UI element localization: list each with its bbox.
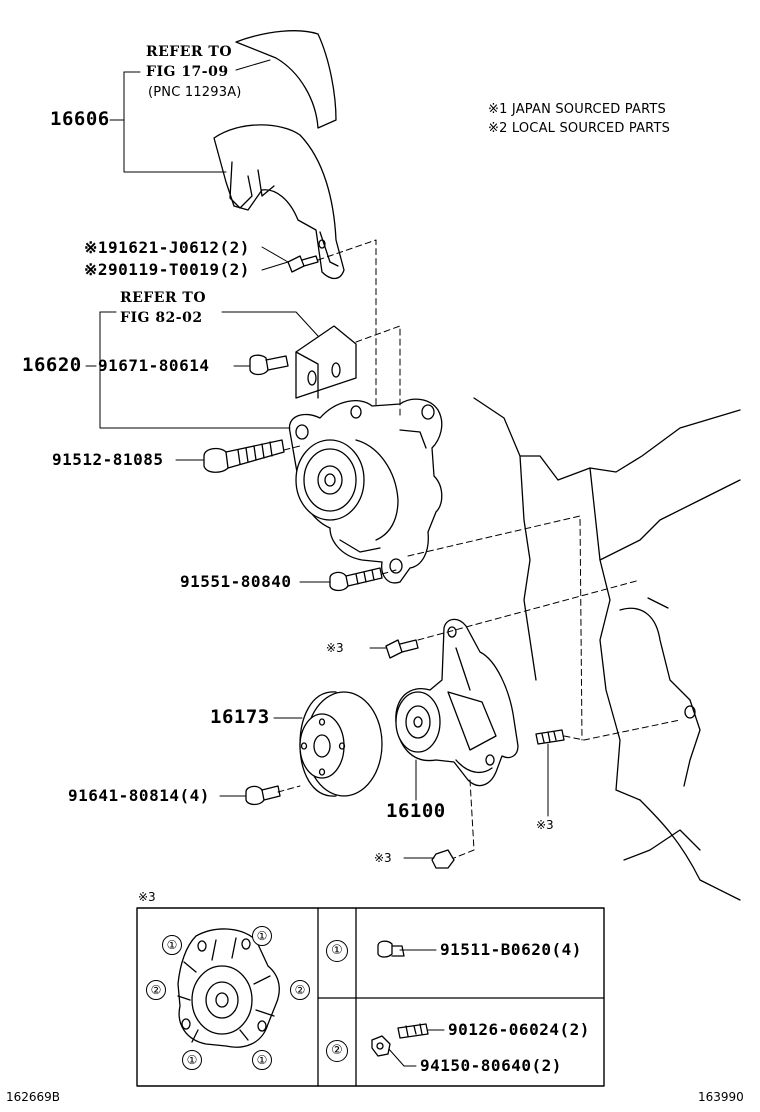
note-x3-inset: ※3 [138, 890, 156, 904]
note-x3-stud: ※3 [536, 818, 554, 832]
stud-x3 [535, 729, 565, 745]
inset-marker-1-d: ① [252, 1050, 272, 1070]
part-16173[interactable]: 16173 [210, 706, 270, 728]
part-91641-80814[interactable]: 91641-80814(4) [68, 786, 210, 805]
alignment-lines [277, 239, 681, 859]
bolt-x3-upper [385, 639, 419, 659]
bolt-91641 [245, 785, 281, 806]
refer-mid-line2: FIG 82-02 [120, 310, 203, 326]
part-16606[interactable]: 16606 [50, 108, 110, 130]
engine-block [473, 397, 741, 901]
refer-top-line1: REFER TO [146, 44, 233, 60]
inset-row-marker-2: ② [326, 1040, 348, 1062]
part-16100[interactable]: 16100 [386, 800, 446, 822]
bolt-91621 [287, 255, 319, 273]
note-japan-sourced: ※1 JAPAN SOURCED PARTS [488, 102, 666, 117]
water-pump [395, 618, 519, 787]
note-x3-nut: ※3 [374, 851, 392, 865]
part-91621-j0612[interactable]: ※191621-J0612(2) [84, 238, 250, 257]
refer-mid-line1: REFER TO [120, 290, 207, 306]
bolt-91512 [203, 439, 285, 473]
part-16620[interactable]: 16620 [22, 354, 82, 376]
part-91551-80840[interactable]: 91551-80840 [180, 572, 292, 591]
inset-pump-face [177, 928, 280, 1048]
footer-right-id: 163990 [698, 1090, 744, 1104]
part-91671-80614[interactable]: 91671-80614 [98, 356, 210, 375]
note-x3-upper-bolt: ※3 [326, 641, 344, 655]
nut-x3 [431, 849, 455, 869]
refer-top-line2: FIG 17-09 [146, 64, 229, 80]
timing-cover-lower [213, 124, 345, 280]
inset-bolt-91511 [377, 940, 405, 958]
inset-row-marker-1: ① [326, 940, 348, 962]
tensioner-bracket [295, 325, 357, 399]
inset-marker-2-b: ② [290, 980, 310, 1000]
part-94150-80640[interactable]: 94150-80640(2) [420, 1056, 562, 1075]
leader-lines [85, 59, 549, 1067]
belt-tensioner [288, 398, 443, 584]
inset-stud-90126 [397, 1023, 429, 1039]
refer-top-line3: (PNC 11293A) [148, 85, 242, 100]
part-91512-81085[interactable]: 91512-81085 [52, 450, 164, 469]
inset-marker-1-c: ① [182, 1050, 202, 1070]
timing-cover-upper [235, 30, 337, 129]
note-local-sourced: ※2 LOCAL SOURCED PARTS [488, 121, 671, 136]
inset-marker-1-a: ① [162, 935, 182, 955]
bolt-91671 [249, 354, 289, 376]
part-90119-t0019[interactable]: ※290119-T0019(2) [84, 260, 250, 279]
water-pump-pulley [299, 691, 383, 797]
inset-table [136, 907, 605, 1087]
inset-nut-94150 [371, 1035, 391, 1057]
inset-marker-2-a: ② [146, 980, 166, 1000]
part-90126-06024[interactable]: 90126-06024(2) [448, 1020, 590, 1039]
bolt-91551 [329, 567, 383, 592]
part-91511-b0620[interactable]: 91511-B0620(4) [440, 940, 582, 959]
footer-left-id: 162669B [6, 1090, 61, 1104]
inset-marker-1-b: ① [252, 926, 272, 946]
